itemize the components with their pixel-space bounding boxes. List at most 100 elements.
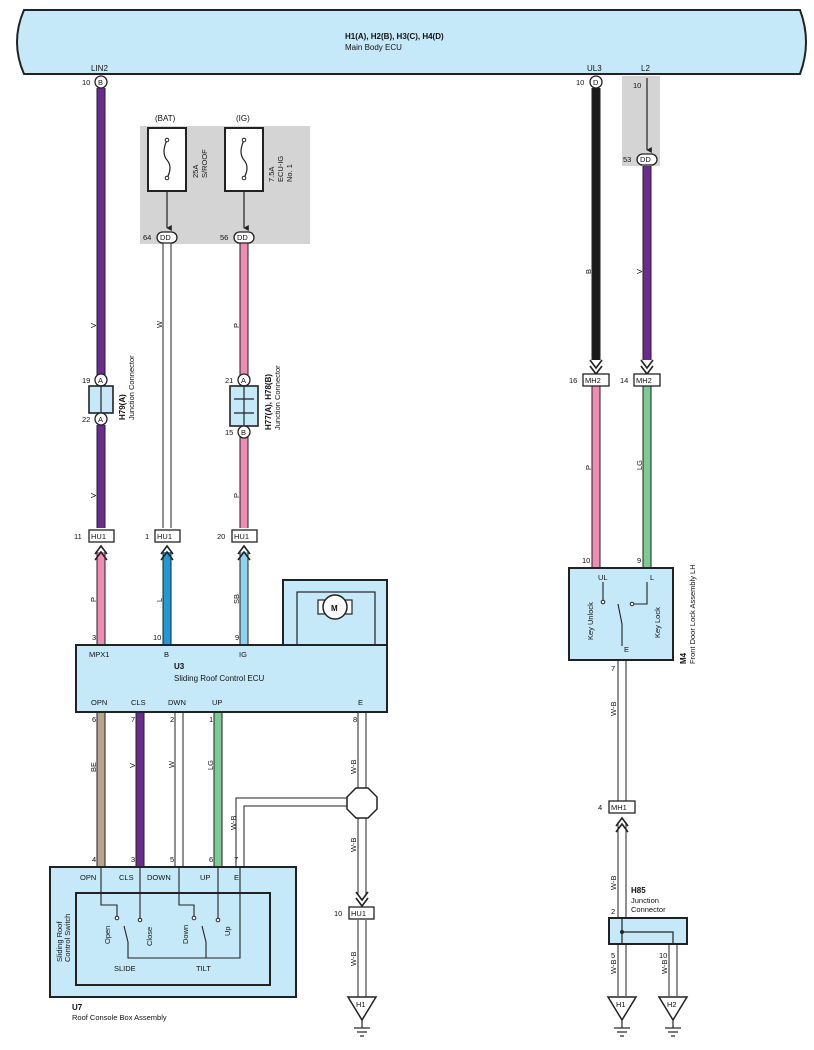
wire-wb-m4-ground <box>617 660 678 996</box>
arrow-mh2-l2 <box>640 359 654 376</box>
u3-pin-1: 1 <box>209 715 213 724</box>
ground-h1-right: H1 <box>606 996 638 1037</box>
h85-pin-10: 10 <box>659 951 667 960</box>
svg-text:DD: DD <box>160 233 171 242</box>
m4-term-e: E <box>624 645 629 654</box>
switch-tilt-label: TILT <box>196 964 211 973</box>
arrow-hu1-wb <box>355 891 369 908</box>
pin-num-11: 11 <box>74 532 82 541</box>
svg-text:MH1: MH1 <box>611 803 627 812</box>
label-p-1: P <box>89 597 98 602</box>
u3-term-dwn: DWN <box>168 698 186 707</box>
fuse2-no: No. 1 <box>285 164 294 182</box>
ground-h2: H2 <box>657 996 689 1037</box>
m4-pin-10: 10 <box>582 556 590 565</box>
connector-dd-64: DD <box>156 231 178 244</box>
label-v-2: V <box>89 493 98 498</box>
l2-shade-area <box>622 76 660 166</box>
m4-id: M4 <box>679 652 688 664</box>
label-w-2: W <box>167 760 176 768</box>
fuse1-name: S/ROOF <box>200 149 209 178</box>
u3-id: U3 <box>174 662 185 671</box>
svg-text:M: M <box>331 604 338 613</box>
switch-dot-2 <box>137 917 143 923</box>
pin-num-21: 21 <box>225 376 233 385</box>
label-v-3: V <box>635 269 644 274</box>
u3-term-opn: OPN <box>91 698 107 707</box>
label-wb-7: W-B <box>609 960 618 974</box>
pin-num-10d: 10 <box>576 78 584 87</box>
m4-dot-2 <box>629 601 635 607</box>
h85-name-2: Connector <box>631 905 666 914</box>
switch-open-label: Open <box>103 926 112 944</box>
pin-num-1: 1 <box>145 532 149 541</box>
label-p-3: P <box>232 493 241 498</box>
fuse-sroof <box>147 127 187 231</box>
fuse-ecuig <box>224 127 264 231</box>
connector-hu1-1: HU1 <box>154 529 181 543</box>
label-wb-1: W-B <box>349 760 358 774</box>
switch-name-2: Control Switch <box>63 914 72 962</box>
u3-pin-3: 3 <box>92 633 96 642</box>
main-body-ecu-ids: H1(A), H2(B), H3(C), H4(D) <box>345 32 444 41</box>
u3-pin-10: 10 <box>153 633 161 642</box>
u3-pin-8: 8 <box>353 715 357 724</box>
connector-mh2-16: MH2 <box>582 373 610 387</box>
u3-pin-6: 6 <box>92 715 96 724</box>
pin-num-53: 53 <box>623 155 631 164</box>
terminal-ul3: UL3 <box>587 64 602 73</box>
svg-text:D: D <box>593 78 599 87</box>
m4-pin-9: 9 <box>637 556 641 565</box>
u3-pin-9: 9 <box>235 633 239 642</box>
u7-id: U7 <box>72 1003 83 1012</box>
m4-dot-1 <box>600 599 606 605</box>
motor-symbol: M <box>317 594 353 620</box>
svg-text:HU1: HU1 <box>234 532 249 541</box>
wire-label-group: V V P W L P P SB B V P LG BE V W LG W-B … <box>89 269 669 974</box>
ground-h1-left: H1 <box>346 996 378 1037</box>
connector-hu1-10: HU1 <box>348 906 375 920</box>
label-p-4: P <box>584 465 593 470</box>
svg-text:HU1: HU1 <box>91 532 106 541</box>
label-wb-2: W-B <box>229 816 238 830</box>
junction-h79: A A <box>88 373 114 426</box>
u7-term-up: UP <box>200 873 210 882</box>
svg-text:MH2: MH2 <box>585 376 601 385</box>
pin-num-19: 19 <box>82 376 90 385</box>
main-body-ecu-box <box>16 9 807 75</box>
switch-slide-label: SLIDE <box>114 964 136 973</box>
pin-10-b: B <box>94 75 108 89</box>
label-wb-6: W-B <box>609 876 618 890</box>
u3-term-ig: IG <box>239 650 247 659</box>
label-lg-1: LG <box>635 460 644 470</box>
pin-num-10l2: 10 <box>633 81 641 90</box>
label-wb-8: W-B <box>660 960 669 974</box>
switch-close-label: Close <box>145 927 154 946</box>
label-lg-2: LG <box>206 760 215 770</box>
connector-dd-53: DD <box>636 153 658 166</box>
svg-text:B: B <box>241 428 246 437</box>
m4-key-lock: Key Lock <box>653 607 662 638</box>
h85-dot <box>620 930 624 934</box>
connector-mh2-14: MH2 <box>633 373 661 387</box>
u7-pin-4: 4 <box>92 855 96 864</box>
m4-term-ul: UL <box>598 573 608 582</box>
connector-dd-56: DD <box>233 231 255 244</box>
u7-pin-3: 3 <box>131 855 135 864</box>
u7-name: Roof Console Box Assembly <box>72 1013 167 1022</box>
u3-term-up: UP <box>212 698 222 707</box>
u3-term-b: B <box>164 650 169 659</box>
pin-num-10hu: 10 <box>334 909 342 918</box>
roof-console-box-assembly <box>49 866 297 998</box>
front-door-lock-assembly <box>568 567 674 661</box>
sliding-roof-control-switch <box>75 892 271 986</box>
m4-contacts <box>602 582 648 646</box>
pin-num-56: 56 <box>220 233 228 242</box>
label-w-1: W <box>155 320 164 328</box>
fuse-ig-label: (IG) <box>236 114 250 123</box>
connector-hu1-20: HU1 <box>231 529 258 543</box>
pin-num-14: 14 <box>620 376 628 385</box>
pin-10-d: D <box>589 75 603 89</box>
pin-num-4mh: 4 <box>598 803 602 812</box>
